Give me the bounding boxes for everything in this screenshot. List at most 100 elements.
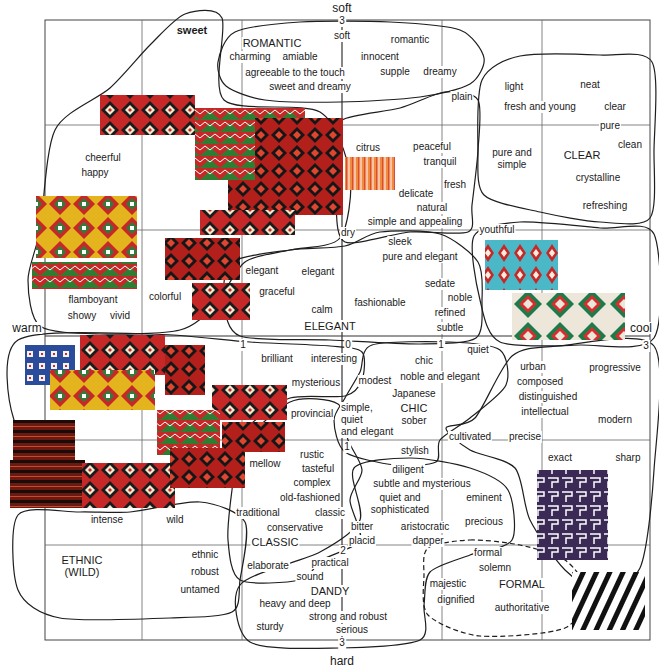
image-word: rustic: [299, 449, 325, 461]
image-word: fresh and young: [503, 101, 577, 113]
textile-photo: [36, 196, 137, 258]
textile-photo: [200, 210, 295, 235]
image-word: composed: [516, 376, 564, 388]
image-word: plain: [450, 91, 473, 103]
axis-number: 0: [344, 339, 352, 351]
image-word: provincial: [290, 408, 334, 420]
image-word: pure and simple: [491, 147, 532, 171]
image-word: solemn: [478, 562, 512, 574]
axis-label: hard: [329, 655, 355, 667]
region-outline: [228, 399, 362, 583]
image-word: romantic: [390, 34, 430, 46]
image-word: tasteful: [301, 463, 335, 475]
textile-photo: [572, 572, 645, 630]
region-heading: DANDY: [310, 585, 351, 597]
image-word: sober: [400, 415, 427, 427]
region-heading: FORMAL: [498, 578, 546, 590]
region-outline: [423, 540, 585, 636]
image-word: light: [504, 81, 524, 93]
textile-photo: [222, 422, 285, 452]
image-word: strong and robust: [308, 611, 388, 623]
image-word: sleek: [387, 236, 412, 248]
image-word: subtle and mysterious: [372, 478, 471, 490]
image-word: charming: [228, 51, 271, 63]
image-word: modern: [597, 414, 633, 426]
image-word: noble: [447, 292, 473, 304]
region-heading: ELEGANT: [303, 320, 356, 332]
textile-photo: [255, 118, 343, 215]
image-word: intellectual: [520, 406, 569, 418]
image-word: progressive: [588, 362, 642, 374]
region-outline: [472, 222, 659, 347]
image-word: supple: [379, 66, 410, 78]
textile-photo: [485, 240, 558, 290]
image-word: elegant: [301, 266, 336, 278]
image-word: Japanese: [391, 388, 436, 400]
image-word: placid: [348, 535, 376, 547]
axis-number: 1: [343, 441, 351, 453]
region-outline: [446, 338, 659, 590]
image-word: calm: [310, 304, 333, 316]
region-heading: CHIC: [400, 402, 429, 414]
image-word: clean: [617, 139, 643, 151]
axis-number: 3: [642, 340, 650, 352]
text-line: simple,: [341, 402, 393, 414]
text-line: pure and: [492, 147, 531, 159]
image-word: authoritative: [494, 602, 550, 614]
image-region: intensewildethnicETHNIC (WILD)robustunta…: [14, 498, 249, 622]
image-word: citrus: [355, 142, 381, 154]
image-word: chic: [414, 355, 434, 367]
text-line: quiet: [341, 414, 393, 426]
image-word: exact: [547, 452, 573, 464]
image-word: precise: [508, 431, 542, 443]
axis-number: 3: [338, 15, 346, 27]
text-line: (WILD): [62, 566, 103, 578]
image-word: cheerful: [84, 152, 122, 164]
textile-photo: [13, 420, 75, 460]
image-word: urban: [519, 361, 547, 373]
image-word: pure and elegant: [381, 251, 458, 263]
image-word: delicate: [398, 188, 434, 200]
image-word: happy: [80, 167, 109, 179]
image-word: dignified: [436, 594, 475, 606]
image-word: natural: [416, 202, 449, 214]
image-word: fresh: [443, 179, 467, 191]
image-word: mysterious: [291, 377, 341, 389]
image-word: neat: [579, 79, 600, 91]
region-outline: [13, 502, 247, 620]
region-outline: [7, 333, 364, 474]
image-region: ROMANTICsoftromanticcharmingamiableinnoc…: [214, 18, 488, 106]
image-region: sleekpure and elegantelegantelegantgrace…: [220, 228, 486, 348]
image-word: elaborate: [246, 560, 290, 572]
image-word: sturdy: [255, 621, 284, 633]
image-word: elegant: [245, 265, 280, 277]
image-word: simple and appealing: [367, 216, 464, 228]
axis-label: warm: [11, 322, 42, 334]
image-word: untamed: [180, 584, 221, 596]
region-heading: ETHNIC (WILD): [61, 554, 104, 578]
textile-photo: [165, 345, 205, 395]
textile-photo: [165, 238, 240, 280]
image-word: dry: [340, 227, 356, 239]
image-word: wild: [165, 514, 184, 526]
region-heading: CLASSIC: [250, 536, 299, 548]
image-word: innocent: [360, 51, 400, 63]
region-outline: [218, 21, 484, 102]
image-word: precious: [464, 516, 504, 528]
grid-frame: [45, 20, 650, 640]
image-word: refreshing: [582, 200, 628, 212]
image-word: sedate: [424, 278, 456, 290]
region-outline: [336, 92, 480, 243]
image-word: agreeable to the touch: [244, 67, 346, 79]
image-word: sound: [295, 571, 324, 583]
image-word: old-fashioned: [279, 492, 341, 504]
axis-number: 1: [437, 339, 445, 351]
region-outline: [235, 458, 514, 648]
text-line: quiet and: [371, 492, 429, 504]
axis-label: cool: [629, 322, 653, 334]
image-word: tranquil: [423, 156, 458, 168]
axis-label: soft: [331, 2, 352, 14]
image-word: peaceful: [412, 141, 452, 153]
axis-number: 2: [339, 545, 347, 557]
image-word: refined: [434, 307, 467, 319]
